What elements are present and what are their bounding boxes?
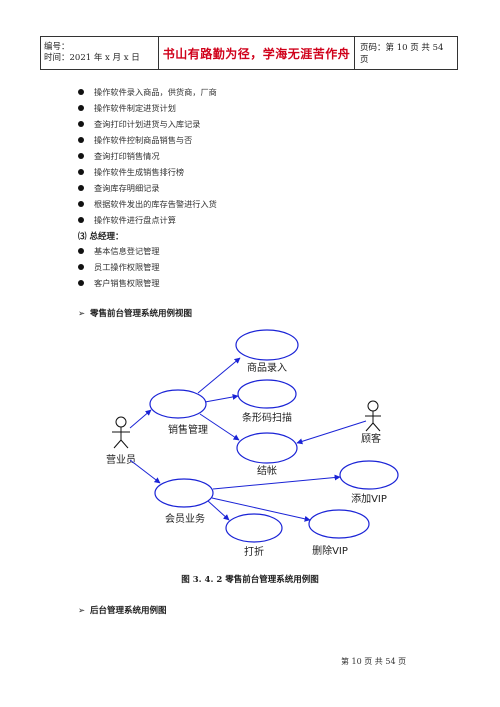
salesperson-label: 营业员 bbox=[106, 453, 136, 466]
bullet-list-operations: 操作软件录入商品，供货商，厂商 操作软件制定进货计划 查询打印计划进货与入库记录… bbox=[78, 84, 217, 228]
salesperson-actor-icon bbox=[112, 416, 130, 449]
sales-management-label: 销售管理 bbox=[168, 423, 208, 436]
assoc-member-addvip bbox=[212, 474, 341, 490]
sales-management-usecase bbox=[149, 389, 207, 419]
add-vip-label: 添加VIP bbox=[351, 492, 387, 505]
section-heading-backend: ➢ 后台管理系统用例图 bbox=[78, 604, 167, 616]
list-item: 查询库存明细记录 bbox=[78, 180, 217, 196]
bullet-dot-icon bbox=[78, 264, 84, 270]
use-case-diagram: 营业员 顾客 销售管理 商品录入 条形码扫描 结帐 会员业务 添加VIP 打折 bbox=[106, 329, 399, 558]
bullet-dot-icon bbox=[78, 248, 84, 254]
assoc-sales-barcode bbox=[204, 394, 239, 403]
assoc-sales-product bbox=[197, 357, 241, 394]
add-vip-usecase bbox=[339, 460, 399, 490]
list-item: 操作软件生成销售排行榜 bbox=[78, 164, 217, 180]
header-page-label: 页码：第 10 页 共 54 页 bbox=[354, 36, 458, 70]
number-label: 编号： bbox=[44, 42, 70, 52]
member-business-label: 会员业务 bbox=[165, 512, 205, 525]
header-info-cell: 编号： 时间：2021 年 x 月 x 日 bbox=[40, 36, 159, 70]
discount-usecase bbox=[225, 513, 283, 543]
bullet-dot-icon bbox=[78, 105, 84, 111]
product-entry-usecase bbox=[235, 329, 299, 361]
header-motto: 书山有路勤为径，学海无涯苦作舟 bbox=[158, 36, 355, 70]
figure-caption: 图 3. 4. 2 零售前台管理系统用例图 bbox=[181, 575, 319, 585]
arrow-bullet-icon: ➢ bbox=[78, 606, 86, 616]
assoc-member-deletevip bbox=[211, 497, 311, 522]
list-item: 操作软件控制商品销售与否 bbox=[78, 132, 217, 148]
discount-label: 打折 bbox=[244, 545, 264, 558]
list-item: 查询打印销售情况 bbox=[78, 148, 217, 164]
list-item: 客户销售权限管理 bbox=[78, 275, 160, 291]
barcode-scan-usecase bbox=[237, 379, 297, 409]
barcode-scan-label: 条形码扫描 bbox=[242, 411, 292, 424]
list-item: 查询打印计划进货与入库记录 bbox=[78, 116, 217, 132]
list-item: 基本信息登记管理 bbox=[78, 243, 160, 259]
assoc-salesperson-sales bbox=[129, 409, 152, 429]
delete-vip-usecase bbox=[308, 509, 370, 539]
section-title: 后台管理系统用例图 bbox=[90, 606, 167, 616]
checkout-label: 结帐 bbox=[257, 464, 277, 477]
list-item: 操作软件进行盘点计算 bbox=[78, 212, 217, 228]
bullet-dot-icon bbox=[78, 217, 84, 223]
list-item: 根据软件发出的库存告警进行入货 bbox=[78, 196, 217, 212]
section-heading-frontdesk: ➢ 零售前台管理系统用例视图 bbox=[78, 307, 192, 319]
bullet-dot-icon bbox=[78, 201, 84, 207]
bullet-dot-icon bbox=[78, 153, 84, 159]
bullet-dot-icon bbox=[78, 137, 84, 143]
time-label: 时间：2021 年 x 月 x 日 bbox=[44, 53, 140, 63]
bullet-dot-icon bbox=[78, 89, 84, 95]
customer-actor-icon bbox=[365, 400, 381, 432]
page-footer: 第 10 页 共 54 页 bbox=[341, 657, 407, 666]
assoc-sales-checkout bbox=[199, 413, 240, 441]
manager-heading: ⑶ 总经理： bbox=[78, 232, 124, 242]
bullet-list-manager: 基本信息登记管理 员工操作权限管理 客户销售权限管理 bbox=[78, 243, 160, 291]
list-item: 操作软件录入商品，供货商，厂商 bbox=[78, 84, 217, 100]
list-item: 员工操作权限管理 bbox=[78, 259, 160, 275]
customer-label: 顾客 bbox=[361, 432, 381, 445]
assoc-salesperson-member bbox=[129, 459, 161, 484]
assoc-member-discount bbox=[207, 500, 230, 521]
product-entry-label: 商品录入 bbox=[247, 361, 287, 374]
delete-vip-label: 删除VIP bbox=[312, 544, 348, 557]
member-business-usecase bbox=[154, 478, 214, 508]
bullet-dot-icon bbox=[78, 185, 84, 191]
section-title: 零售前台管理系统用例视图 bbox=[90, 309, 193, 319]
assoc-customer-checkout bbox=[296, 420, 367, 445]
bullet-dot-icon bbox=[78, 169, 84, 175]
page-header-table: 编号： 时间：2021 年 x 月 x 日 书山有路勤为径，学海无涯苦作舟 页码… bbox=[40, 36, 458, 70]
arrow-bullet-icon: ➢ bbox=[78, 309, 86, 319]
list-item: 操作软件制定进货计划 bbox=[78, 100, 217, 116]
bullet-dot-icon bbox=[78, 280, 84, 286]
bullet-dot-icon bbox=[78, 121, 84, 127]
checkout-usecase bbox=[236, 432, 298, 464]
